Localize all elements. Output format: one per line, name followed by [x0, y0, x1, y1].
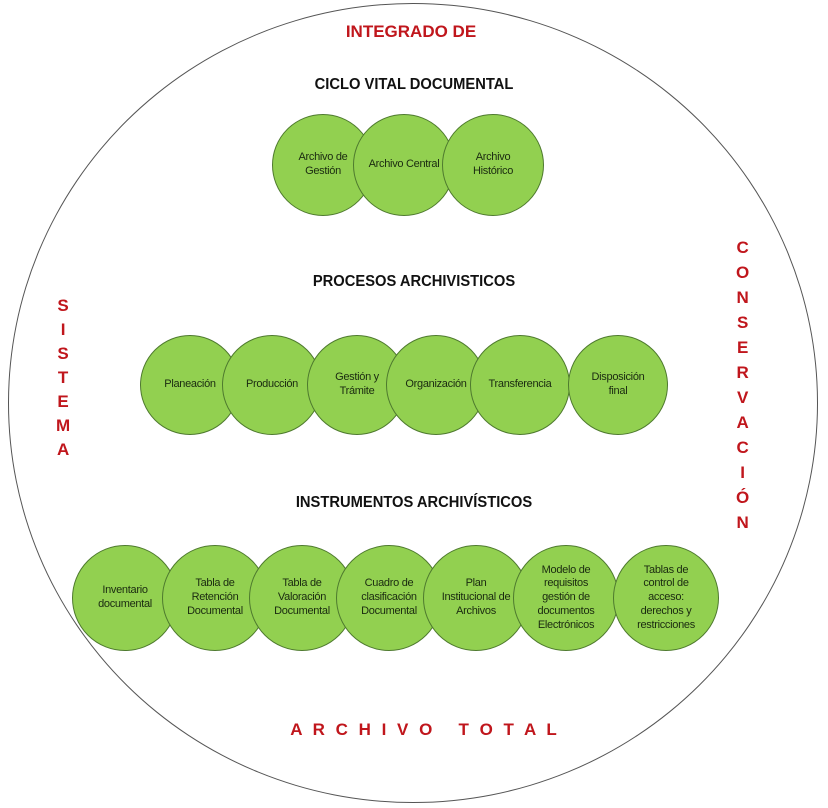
vertical-letter: E	[57, 392, 69, 411]
section-title-instrumentos: INSTRUMENTOS ARCHIVÍSTICOS	[295, 494, 533, 511]
circle-item-label: Gestión y Trámite	[335, 371, 379, 397]
vertical-letter: Ó	[736, 488, 750, 507]
vertical-letter: S	[57, 344, 69, 363]
circle-item-label: Cuadro de clasificación Documental	[361, 577, 417, 617]
vertical-letter: N	[736, 288, 749, 307]
circle-item-label: Archivo Histórico	[472, 151, 514, 177]
circle-item-label: Disposición final	[591, 371, 645, 397]
circle-item: Tabla de Valoración Documental	[249, 545, 355, 651]
circle-item-label: Inventario documental	[98, 584, 152, 610]
vertical-letter: C	[736, 238, 749, 257]
header-label: INTEGRADO DE	[345, 22, 477, 41]
vertical-letter: O	[736, 263, 750, 282]
vertical-letter: V	[736, 388, 749, 407]
circle-item-label: Planeación	[164, 378, 216, 391]
circle-item-label: Archivo Central	[368, 158, 440, 171]
circle-item: Producción	[222, 335, 322, 435]
circle-item-label: Tabla de Retención Documental	[187, 577, 243, 617]
circle-item: Organización	[386, 335, 486, 435]
vertical-letter: S	[736, 313, 749, 332]
circle-item-label: Producción	[245, 378, 299, 391]
circle-item-label: Transferencia	[488, 378, 552, 391]
circle-item-label: Organización	[405, 378, 467, 391]
circle-item: Tablas de control de acceso: derechos y …	[613, 545, 719, 651]
vertical-letter: A	[56, 440, 70, 459]
vertical-letter: N	[736, 513, 749, 532]
circle-item-label: Tablas de control de acceso: derechos y …	[637, 563, 695, 631]
circle-item: Modelo de requisitos gestión de document…	[513, 545, 619, 651]
vertical-letter: E	[736, 338, 749, 357]
circle-item: Inventario documental	[72, 545, 178, 651]
circle-item: Archivo Central	[353, 114, 455, 216]
vertical-letter: C	[736, 438, 749, 457]
section-title-procesos: PROCESOS ARCHIVISTICOS	[312, 273, 516, 290]
circle-item-label: Tabla de Valoración Documental	[274, 577, 330, 617]
circle-item: Planeación	[140, 335, 240, 435]
circle-item-label: Plan Institucional de Archivos	[441, 577, 511, 617]
circle-item: Plan Institucional de Archivos	[423, 545, 529, 651]
vertical-letter: T	[57, 368, 69, 387]
vertical-letter: R	[736, 363, 749, 382]
vertical-letter: S	[57, 296, 69, 315]
circle-item: Archivo de Gestión	[272, 114, 374, 216]
circle-item-label: Modelo de requisitos gestión de document…	[537, 563, 595, 631]
circle-item: Tabla de Retención Documental	[162, 545, 268, 651]
circle-item-label: Archivo de Gestión	[298, 151, 348, 177]
vertical-letter: I	[60, 320, 66, 339]
circle-item: Cuadro de clasificación Documental	[336, 545, 442, 651]
vertical-letter: I	[740, 463, 745, 482]
circle-item: Archivo Histórico	[442, 114, 544, 216]
footer-label: A R C H I V O T O T A L	[290, 720, 560, 739]
circle-item: Transferencia	[470, 335, 570, 435]
vertical-letter: M	[56, 416, 71, 435]
vertical-letter: A	[736, 413, 749, 432]
circle-item: Disposición final	[568, 335, 668, 435]
circle-item: Gestión y Trámite	[307, 335, 407, 435]
section-title-ciclo: CICLO VITAL DOCUMENTAL	[314, 76, 514, 93]
outer-circle	[8, 3, 818, 803]
